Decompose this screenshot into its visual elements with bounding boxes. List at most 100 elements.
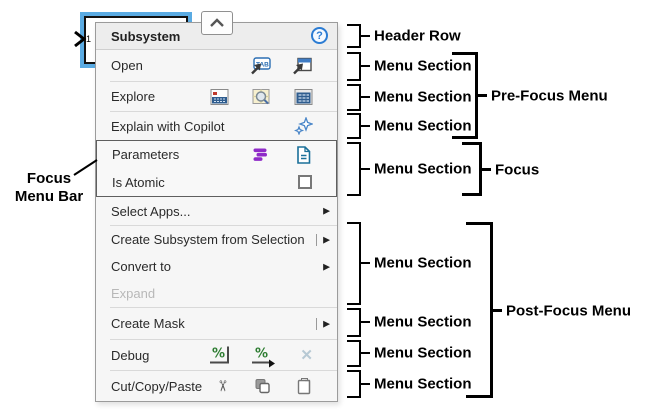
annotation-menu-section: Menu Section [374,375,472,393]
bracket-focus [462,142,482,196]
open-in-tab-icon[interactable]: TAB [249,56,271,75]
focus-menu-bar: Parameters Is Atomic [96,140,337,197]
bracket-dash [361,125,370,127]
separator [110,370,337,371]
annotation-pre-focus-menu: Pre-Focus Menu [491,87,608,105]
annotation-menu-section: Menu Section [374,160,472,178]
svg-text:TAB: TAB [256,61,269,68]
bracket-post-focus-menu [466,222,493,398]
menu-title: Subsystem [111,28,181,44]
annotation-menu-section: Menu Section [374,344,472,362]
property-inspector-icon[interactable] [294,88,313,105]
annotation-menu-section: Menu Section [374,117,472,135]
separator [110,111,337,112]
menu-item-cut-copy-paste[interactable]: Cut/Copy/Paste ✂ [96,371,337,401]
separator [110,81,337,82]
annotation-menu-section: Menu Section [374,254,472,272]
bracket-dash [361,65,370,67]
bracket-menu-section [347,222,361,305]
is-atomic-checkbox[interactable] [298,175,312,189]
bracket-dash [361,168,370,170]
menu-item-expand: Expand [96,280,337,307]
arrow-glyph [269,359,275,368]
bracket-dash [493,309,502,312]
bracket-menu-section [347,142,361,196]
find-in-model-icon[interactable] [252,88,271,105]
bracket-header-row [347,24,361,48]
help-icon[interactable]: ? [311,27,328,44]
menu-item-create-subsystem[interactable]: Create Subsystem from Selection ▶ [96,226,337,253]
open-in-window-icon[interactable] [292,56,313,75]
bracket-menu-section [347,370,361,398]
menu-item-label: Convert to [111,259,171,274]
menu-item-create-mask[interactable]: Create Mask ▶ [96,308,337,339]
menu-item-label: Debug [111,347,150,363]
annotation-focus: Focus [495,161,540,179]
bracket-dash [361,35,370,37]
separator [96,49,337,50]
model-explorer-icon[interactable] [210,88,229,105]
block-parameters-doc-icon[interactable] [295,145,312,164]
paste-icon[interactable] [296,377,313,395]
annotation-focus-menu-bar: Focus Menu Bar [14,170,84,205]
bracket-dash [478,94,487,97]
menu-item-label: Create Subsystem from Selection [111,232,305,247]
collapse-menu-button[interactable] [201,11,233,35]
menu-item-convert-to[interactable]: Convert to ▶ [96,253,337,280]
cut-icon[interactable]: ✂ [213,379,231,393]
port-number: 1 [86,34,91,44]
submenu-arrow-icon[interactable]: ▶ [323,318,330,328]
menu-item-label: Open [111,58,143,73]
menu-item-label: Is Atomic [112,174,165,190]
menu-item-label: Select Apps... [111,203,191,219]
bracket-menu-section [347,113,361,139]
separator [110,307,337,308]
separator [110,339,337,340]
submenu-arrow-icon[interactable]: ▶ [323,261,330,271]
bracket-pre-focus-menu [452,52,478,139]
bracket-dash [361,96,370,98]
bracket-dash [361,262,370,264]
split-divider [316,317,317,330]
submenu-arrow-icon[interactable]: ▶ [323,205,330,216]
annotation-menu-section: Menu Section [374,313,472,331]
menu-item-label: Cut/Copy/Paste [111,378,203,394]
input-port-icon: 1 [74,30,91,48]
annotation-menu-section: Menu Section [374,88,472,106]
chevron-up-icon [210,18,224,27]
menu-item-open[interactable]: Open TAB [96,50,337,81]
menu-item-explain-with-copilot[interactable]: Explain with Copilot [96,112,337,140]
menu-item-is-atomic[interactable]: Is Atomic [97,168,336,196]
clear-breakpoints-icon-disabled: ✕ [300,347,313,364]
menu-item-parameters[interactable]: Parameters [97,141,336,168]
subsystem-context-menu: Subsystem ? Open TAB [95,22,338,402]
bracket-dash [361,383,370,385]
menu-item-label: Create Mask [111,316,185,331]
bracket-menu-section [347,52,361,81]
checkbox-unchecked[interactable] [298,175,312,189]
menu-item-select-apps[interactable]: Select Apps... ▶ [96,197,337,225]
annotation-post-focus-menu: Post-Focus Menu [506,302,632,320]
menu-item-label: Explain with Copilot [111,118,225,134]
menu-item-label: Explore [111,89,156,104]
bracket-dash [482,168,491,171]
submenu-arrow-icon[interactable]: ▶ [323,234,330,244]
split-divider [316,233,317,246]
menu-item-label: Expand [111,286,156,301]
bracket-menu-section [347,308,361,337]
menu-item-label: Parameters [112,147,180,162]
copy-icon[interactable] [254,378,271,395]
annotation-header-row: Header Row [374,27,461,45]
bracket-dash [361,321,370,323]
step-breakpoint-icon[interactable]: % [252,347,275,368]
bracket-dash [361,352,370,354]
menu-item-debug[interactable]: Debug % % ✕ [96,340,337,370]
menu-item-explore[interactable]: Explore [96,82,337,111]
annotation-menu-section: Menu Section [374,57,472,75]
set-breakpoint-icon[interactable]: % [210,346,229,364]
separator [110,225,337,226]
bracket-menu-section [347,84,361,111]
copilot-sparkle-icon[interactable] [294,117,313,135]
parameters-icon[interactable] [252,147,270,162]
